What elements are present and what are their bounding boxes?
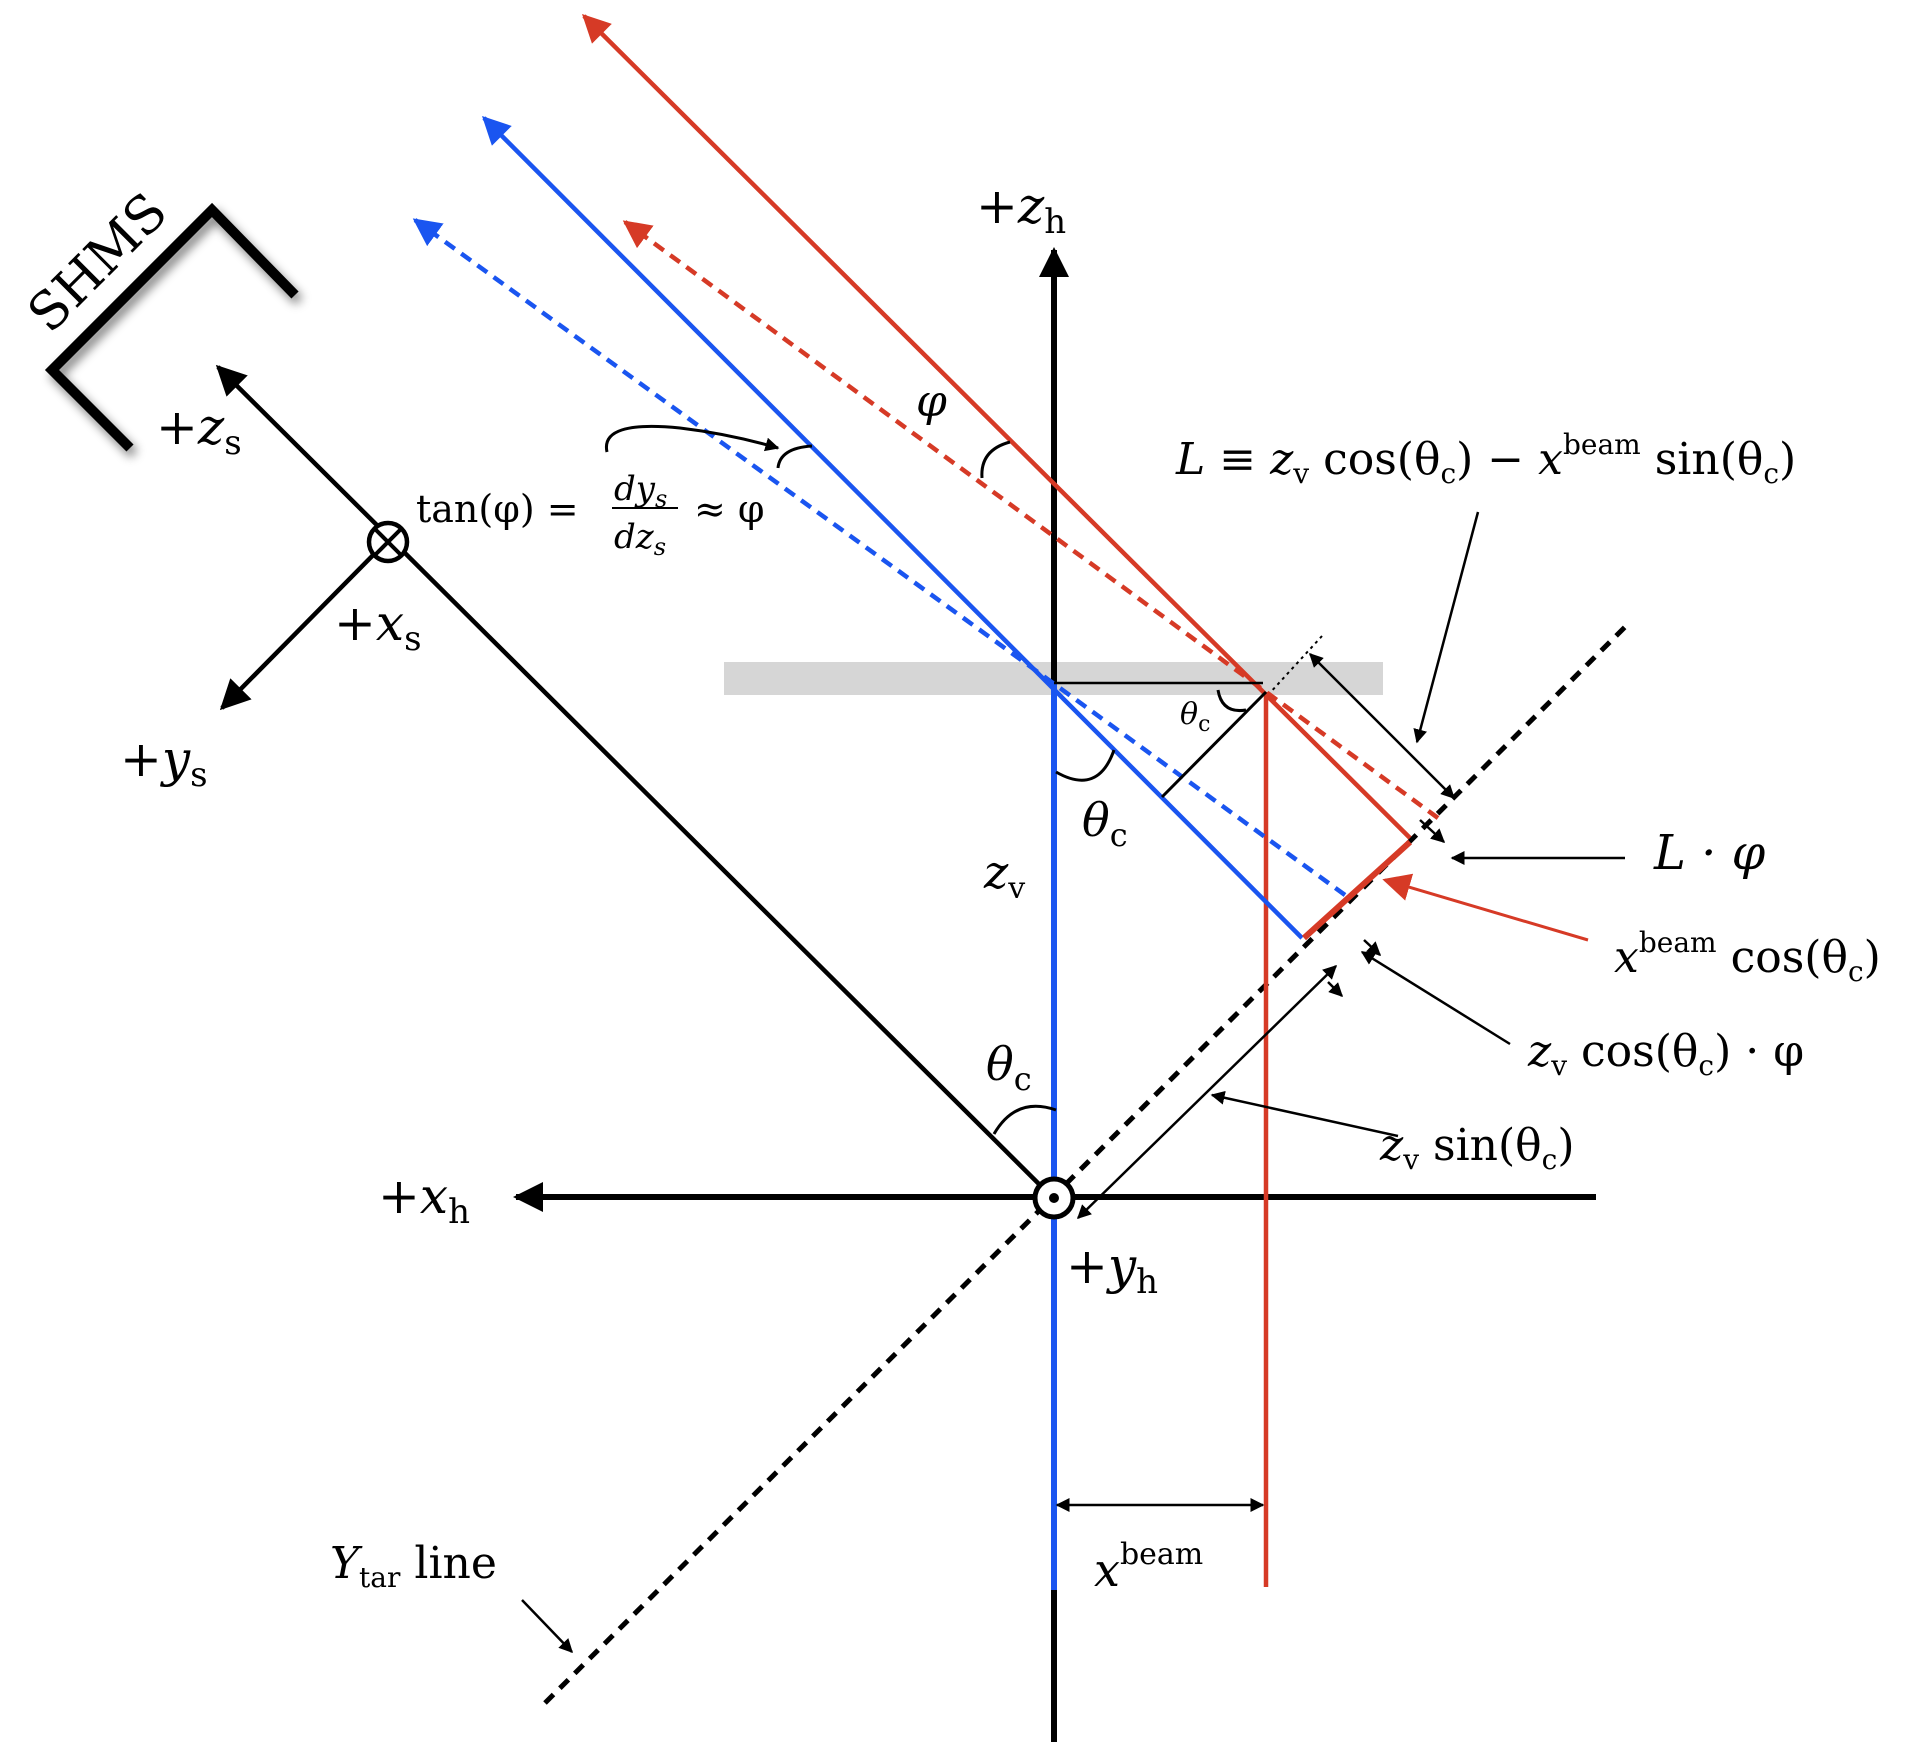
theta-mid-label: θc (1082, 793, 1128, 854)
theta-arc-small (1216, 689, 1247, 713)
xbeam-cos-label: xbeam cos(θc) (1614, 926, 1881, 988)
zv-sin-dimension-arrow (1076, 965, 1338, 1219)
xbeam-cos-leader (1382, 873, 1589, 942)
zs-label: +zs (156, 398, 242, 463)
xh-label: +xh (378, 1167, 470, 1232)
zvcosphi-dim-a (1363, 939, 1382, 956)
ys-label: +ys (120, 730, 208, 795)
theta-arc-mid (1055, 749, 1116, 782)
zvcosphi-leader (1360, 950, 1511, 1046)
phi-label: φ (916, 376, 947, 427)
phi-arc-upper (980, 440, 1011, 479)
zh-label: +zh (976, 177, 1066, 242)
zvsin-leader (1210, 1090, 1399, 1138)
svg-text:dys: dys (614, 469, 667, 513)
L-phi-label: L · φ (1653, 825, 1766, 881)
svg-text:≈ φ: ≈ φ (694, 487, 765, 531)
blue-track-dashed (412, 218, 1347, 897)
zv-label: zv (983, 845, 1025, 906)
ytar-leader (521, 1599, 573, 1654)
xbeam-label: xbeam (1094, 1537, 1203, 1597)
zvcosphi-dim-b (1327, 981, 1343, 997)
L-def-leader (1413, 511, 1480, 744)
xs-label: +xs (334, 594, 422, 659)
blue-track-solid (482, 116, 1304, 940)
ytar-line-label: Ytar line (330, 1538, 497, 1594)
yh-out-of-page-symbol (1032, 1176, 1076, 1220)
theta-small-label: θc (1180, 697, 1210, 737)
theta-low-label: θc (986, 1037, 1032, 1098)
L-dimension-arrow (1309, 653, 1455, 799)
shms-bracket (44, 202, 299, 452)
tan-phi-formula: tan(φ) = dys dzs ≈ φ (416, 469, 765, 561)
zs-axis (215, 364, 1052, 1197)
red-track-dashed (622, 220, 1440, 820)
L-phi-dim-a (1419, 819, 1446, 843)
red-hatch (1301, 839, 1413, 941)
red-track-solid (582, 14, 1412, 840)
svg-text:dzs: dzs (614, 517, 666, 561)
svg-text:tan(φ) =: tan(φ) = (416, 487, 579, 531)
L-definition-label: L ≡ zv cos(θc) − xbeam sin(θc) (1175, 428, 1796, 490)
ys-axis (219, 538, 390, 711)
zv-cos-phi-label: zv cos(θc) · φ (1527, 1026, 1804, 1082)
zv-sin-label: zv sin(θc) (1379, 1120, 1575, 1176)
yh-label: +yh (1066, 1237, 1158, 1302)
theta-arc-low (992, 1104, 1057, 1135)
phi-arc-tan (776, 444, 813, 469)
perpendicular-line (1160, 690, 1268, 799)
tan-pointer-arrow (604, 424, 780, 453)
xs-into-page-symbol (366, 520, 410, 564)
